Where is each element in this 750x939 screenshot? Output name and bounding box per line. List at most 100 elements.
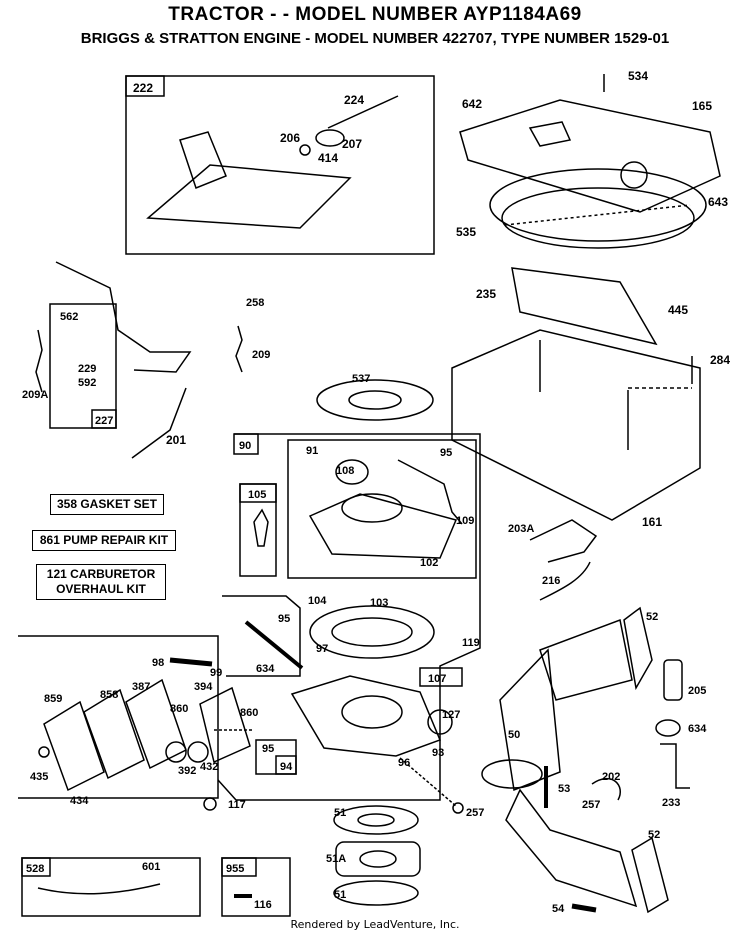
label-229: 229 bbox=[78, 363, 96, 375]
label-394: 394 bbox=[194, 681, 213, 693]
label-207: 207 bbox=[342, 137, 362, 151]
choke-plate-108 bbox=[335, 459, 369, 485]
label-108: 108 bbox=[336, 465, 354, 477]
group-label-box-222 bbox=[125, 75, 165, 97]
label-860-b: 860 bbox=[240, 707, 258, 719]
label-257: 257 bbox=[582, 799, 600, 811]
group-label-box-107 bbox=[419, 667, 463, 687]
label-53: 53 bbox=[558, 783, 570, 795]
cap-634 bbox=[655, 719, 681, 737]
screw-54 bbox=[571, 903, 597, 913]
carb-upper-body bbox=[308, 493, 458, 559]
label-634-carb: 634 bbox=[256, 663, 275, 675]
label-54: 54 bbox=[552, 903, 565, 915]
label-435: 435 bbox=[30, 771, 48, 783]
gasket-537 bbox=[316, 379, 434, 421]
label-858: 858 bbox=[100, 689, 118, 701]
air-cleaner-base bbox=[451, 329, 701, 521]
label-634: 634 bbox=[688, 723, 707, 735]
gasket-set-label: 358 GASKET SET bbox=[56, 497, 158, 511]
label-203a: 203A bbox=[508, 523, 534, 535]
group-label-box-955 bbox=[221, 857, 257, 877]
screw-98 bbox=[169, 657, 213, 667]
governor-cable bbox=[327, 95, 399, 129]
label-257-carb: 257 bbox=[466, 807, 484, 819]
label-216: 216 bbox=[542, 575, 560, 587]
spacer-51a bbox=[335, 841, 421, 877]
label-562: 562 bbox=[60, 311, 78, 323]
label-127: 127 bbox=[442, 709, 460, 721]
manifold-riser-50 bbox=[499, 648, 561, 792]
cover-knob-165-a bbox=[528, 121, 572, 147]
carburetor-kit-box: 121 CARBURETOR OVERHAUL KIT bbox=[36, 564, 166, 600]
manifold-gasket-52-bottom bbox=[631, 836, 669, 914]
label-859: 859 bbox=[44, 693, 62, 705]
manifold-lower-arm bbox=[505, 788, 638, 908]
clip-202 bbox=[591, 777, 621, 801]
label-95-pump: 95 bbox=[262, 743, 274, 755]
screw-117 bbox=[203, 797, 217, 811]
throttle-control-group bbox=[125, 75, 435, 255]
screw-257 bbox=[452, 802, 464, 814]
label-601: 601 bbox=[142, 861, 160, 873]
pump-plate-859 bbox=[43, 700, 105, 792]
label-534: 534 bbox=[628, 69, 648, 83]
label-201: 201 bbox=[166, 433, 186, 447]
label-102: 102 bbox=[420, 557, 438, 569]
gasket-51-top bbox=[333, 805, 419, 835]
spring-392 bbox=[165, 741, 187, 763]
label-432: 432 bbox=[200, 761, 218, 773]
label-99: 99 bbox=[210, 667, 222, 679]
pump-diaphragm-394 bbox=[199, 686, 251, 764]
float-103 bbox=[309, 605, 435, 659]
label-97: 97 bbox=[316, 643, 328, 655]
screw-257-leader bbox=[399, 757, 457, 807]
label-445: 445 bbox=[668, 303, 688, 317]
diagram-subtitle: BRIGGS & STRATTON ENGINE - MODEL NUMBER … bbox=[80, 30, 670, 47]
washer-206 bbox=[299, 144, 311, 156]
cartridge-535 bbox=[501, 187, 695, 249]
spacer-51a-hole bbox=[359, 850, 397, 868]
label-643: 643 bbox=[708, 195, 728, 209]
cartridge-pleats bbox=[504, 204, 691, 226]
label-95-top: 95 bbox=[440, 447, 452, 459]
label-258: 258 bbox=[246, 297, 264, 309]
label-119: 119 bbox=[462, 637, 480, 649]
label-235: 235 bbox=[476, 287, 496, 301]
label-116: 116 bbox=[254, 899, 272, 911]
choke-link-201 bbox=[131, 387, 187, 459]
carburetor-kit-label-line2: OVERHAUL KIT bbox=[56, 582, 146, 596]
label-117: 117 bbox=[228, 799, 246, 811]
render-credit: Rendered by LeadVenture, Inc. bbox=[290, 918, 460, 931]
label-93: 93 bbox=[432, 747, 444, 759]
label-91: 91 bbox=[306, 445, 318, 457]
label-52-bottom: 52 bbox=[648, 829, 660, 841]
label-105: 105 bbox=[248, 489, 266, 501]
spring-414 bbox=[315, 129, 345, 147]
spring-209 bbox=[235, 325, 243, 373]
foam-precleaner-643 bbox=[489, 168, 707, 242]
choke-lever-group bbox=[35, 261, 243, 459]
diagram-title: TRACTOR - - MODEL NUMBER AYP1184A69 bbox=[168, 4, 582, 25]
choke-lever bbox=[55, 261, 192, 373]
gasket-set-box: 358 GASKET SET bbox=[50, 494, 164, 515]
label-209a: 209A bbox=[22, 389, 48, 401]
label-94: 94 bbox=[280, 761, 293, 773]
label-537: 537 bbox=[352, 373, 370, 385]
label-387: 387 bbox=[132, 681, 150, 693]
elbow-233 bbox=[660, 743, 690, 789]
label-51a: 51A bbox=[326, 853, 346, 865]
intake-manifold-group bbox=[481, 606, 690, 914]
group-outline-fuel-pump bbox=[18, 635, 219, 799]
choke-shaft-109 bbox=[397, 459, 463, 525]
cover-knob-165 bbox=[620, 161, 648, 189]
needle-valve-105 bbox=[253, 508, 269, 547]
group-box-222 bbox=[125, 75, 435, 255]
label-52-top: 52 bbox=[646, 611, 658, 623]
label-414: 414 bbox=[318, 151, 338, 165]
label-955: 955 bbox=[226, 863, 244, 875]
group-box-carb-upper bbox=[287, 439, 477, 579]
pump-repair-kit-label: 861 PUMP REPAIR KIT bbox=[39, 533, 169, 547]
group-outline-90 bbox=[217, 433, 481, 801]
